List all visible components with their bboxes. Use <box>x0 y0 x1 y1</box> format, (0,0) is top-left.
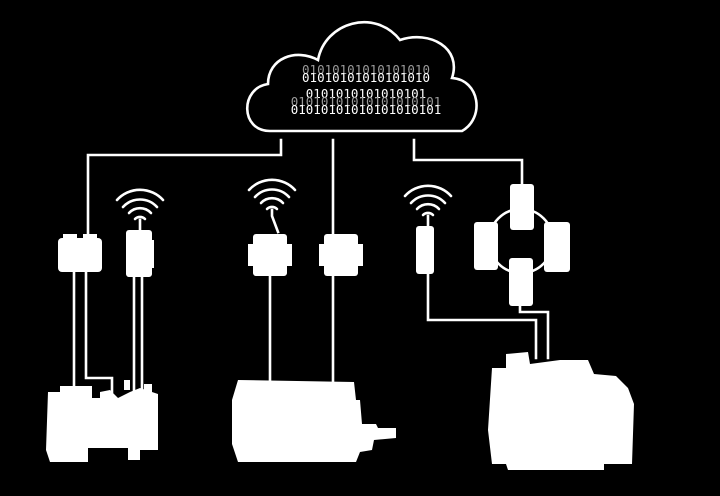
cloud-binary-line-2: 0101010101010101 <box>306 86 426 101</box>
wireless-signal-icon-2 <box>247 178 297 234</box>
downlink-5 <box>426 272 538 360</box>
cloud-icon: 01010101010101010 01010101010101010 0101… <box>246 21 478 133</box>
downlink-6 <box>518 304 550 360</box>
cloud-shape <box>246 21 478 133</box>
machine-icon-2 <box>232 380 396 462</box>
io-module-icon-1 <box>58 234 102 272</box>
io-module-icon-ring-right <box>544 222 570 272</box>
uplink-right <box>412 138 524 187</box>
machine-downlinks <box>72 270 550 394</box>
io-module-icon-ring-left <box>474 222 498 270</box>
io-module-icon-5 <box>416 226 434 274</box>
downlink-1b <box>84 270 114 394</box>
machine-icon-3 <box>488 352 634 470</box>
io-module-icon-4 <box>319 234 363 276</box>
cloud-binary-line-1: 01010101010101010 <box>302 70 430 85</box>
machine-icon-1 <box>46 380 158 462</box>
uplink-left <box>86 138 283 242</box>
cloud-binary-line-3: 01010101010101010101 <box>291 102 442 117</box>
io-module-icon-2 <box>126 230 154 277</box>
io-module-icon-ring-top <box>510 184 534 230</box>
io-module-icon-ring-bottom <box>509 258 533 306</box>
wireless-signal-icon-3 <box>403 184 453 228</box>
cloud-uplinks <box>86 138 524 242</box>
cloud-binary-ghost-1: 01010101010101010 <box>302 62 430 77</box>
cloud-binary-ghost-2: 01010101010101010101 <box>291 94 442 109</box>
ring-network <box>474 184 570 306</box>
wireless-signal-icon-1 <box>115 188 165 232</box>
io-module-icon-3 <box>248 234 292 276</box>
